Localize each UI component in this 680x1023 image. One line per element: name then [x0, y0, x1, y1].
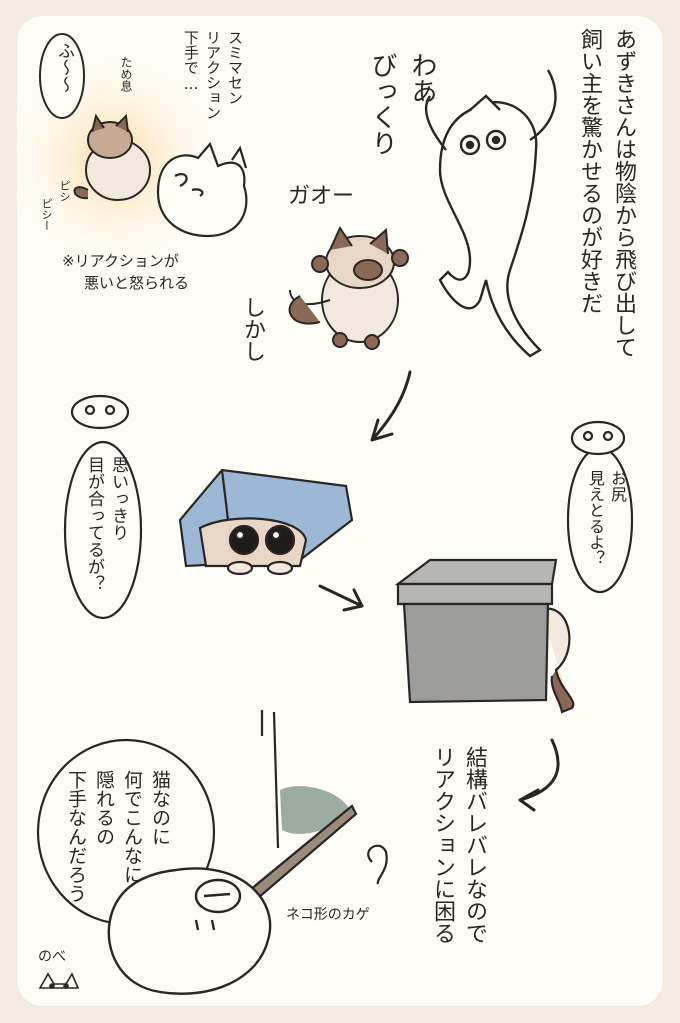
- flutter-sfx-1: ピシ: [58, 180, 71, 202]
- pouncing-cat: [288, 225, 409, 350]
- apology-line-3: 下手で…: [182, 30, 200, 93]
- however-text: しかし: [240, 296, 265, 362]
- bottom-scene: [248, 710, 388, 900]
- cat-roar: ガオー: [288, 184, 355, 209]
- box-bubble-text: お尻 見えとるよ？: [584, 470, 628, 566]
- owner-head-top: [156, 141, 248, 238]
- owner-thought-line-2: 何でこんなに: [121, 770, 143, 884]
- intro-narration: あずきさんは物陰から飛び出して 飼い主を驚かせるのが好きだ: [572, 28, 640, 358]
- owner-shout-line-2: びっくり: [367, 52, 397, 156]
- reaction-note-line-1: ※リアクションが: [62, 252, 179, 270]
- bag-thought-bubble: [63, 394, 143, 620]
- gray-box: [394, 558, 575, 714]
- intro-line-1: あずきさんは物陰から飛び出して: [611, 28, 636, 358]
- bottom-line-2: リアクションに困る: [430, 746, 455, 944]
- cat-sigh: ふ〜〜: [54, 42, 74, 93]
- sighing-cat-illustration: [73, 113, 151, 201]
- owner-thought-text: 猫なのに 何でこんなに 隠れるの 下手なんだろう: [62, 770, 174, 903]
- flow-arrow-1: [370, 370, 412, 442]
- apology-line-2: リアクション: [204, 30, 222, 120]
- shadow-label: ネコ形のカゲ: [286, 907, 370, 923]
- sigh-bubble: [39, 33, 85, 119]
- flow-arrow-2: [318, 584, 364, 612]
- box-bubble-line-2: 見えとるよ？: [586, 470, 605, 566]
- bottom-narration: 結構バレバレなので リアクションに困る: [426, 746, 490, 944]
- sigh-label: ため息: [119, 56, 133, 92]
- flutter-sfx-2: ピシー: [40, 198, 53, 231]
- reaction-note: ※リアクションが 悪いと怒られる: [62, 250, 189, 294]
- apology-text: スミマセン リアクション 下手で…: [180, 30, 246, 120]
- owner-thought-line-3: 隠れるの: [93, 770, 115, 846]
- bag-bubble-text: 思いっきり 目が合ってるが？: [82, 456, 130, 592]
- bag-bubble-line-2: 目が合ってるが？: [84, 456, 104, 592]
- box-bubble-line-1: お尻: [608, 470, 627, 502]
- signature: のべ: [38, 949, 66, 965]
- owner-thought-line-4: 下手なんだろう: [65, 770, 87, 903]
- paper-bag: [178, 468, 354, 576]
- owner-shout: わあ びっくり: [362, 52, 442, 156]
- apology-line-1: スミマセン: [226, 30, 244, 105]
- owner-jumping: [424, 69, 557, 358]
- bag-bubble-line-1: 思いっきり: [108, 456, 128, 541]
- owner-head-bottom: [107, 867, 272, 995]
- intro-line-2: 飼い主を驚かせるのが好きだ: [577, 28, 602, 314]
- bottom-line-1: 結構バレバレなので: [462, 746, 487, 944]
- box-thought-bubble: [566, 420, 634, 594]
- owner-thought-line-1: 猫なのに: [149, 770, 171, 846]
- signature-cat-icon: [38, 972, 80, 989]
- flow-arrow-3: [518, 738, 560, 812]
- reaction-note-line-2: 悪いと怒られる: [84, 274, 190, 292]
- owner-shout-line-1: わあ: [407, 52, 437, 104]
